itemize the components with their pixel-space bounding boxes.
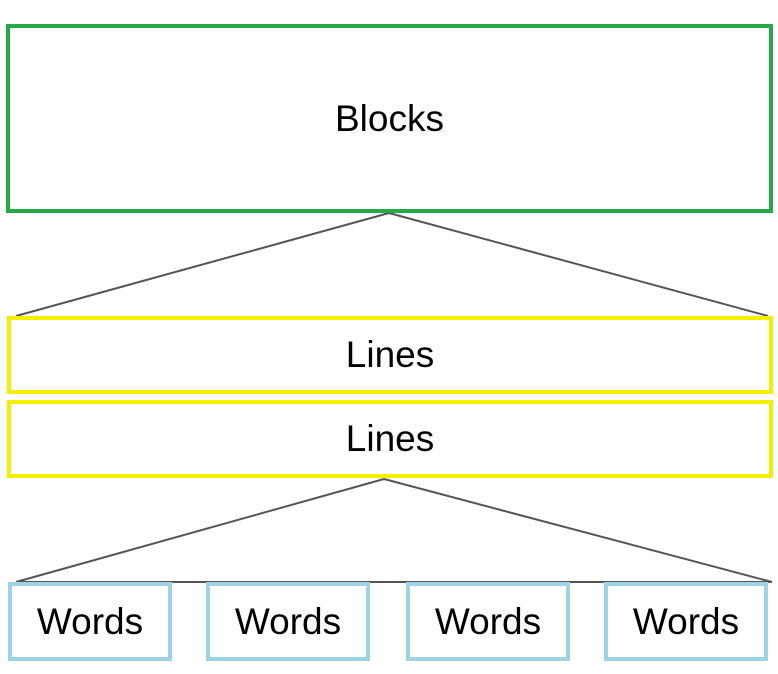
- words-label: Words: [434, 600, 542, 642]
- words-node: Words: [8, 582, 172, 661]
- words-node: Words: [206, 582, 370, 661]
- connector-blocks-to-lines-left: [15, 212, 390, 317]
- lines-label: Lines: [345, 334, 435, 375]
- connector-lines-to-words-right: [383, 478, 773, 583]
- lines-node: Lines: [7, 316, 773, 394]
- connector-blocks-to-lines-right: [388, 212, 769, 317]
- lines-label: Lines: [345, 418, 435, 459]
- connector-lines-to-words-left: [15, 478, 385, 583]
- blocks-node: Blocks: [6, 24, 773, 213]
- blocks-label: Blocks: [335, 97, 444, 139]
- words-label: Words: [234, 600, 342, 642]
- lines-node: Lines: [7, 400, 773, 478]
- words-label: Words: [632, 600, 740, 642]
- words-node: Words: [406, 582, 570, 661]
- words-label: Words: [36, 600, 144, 642]
- words-node: Words: [604, 582, 768, 661]
